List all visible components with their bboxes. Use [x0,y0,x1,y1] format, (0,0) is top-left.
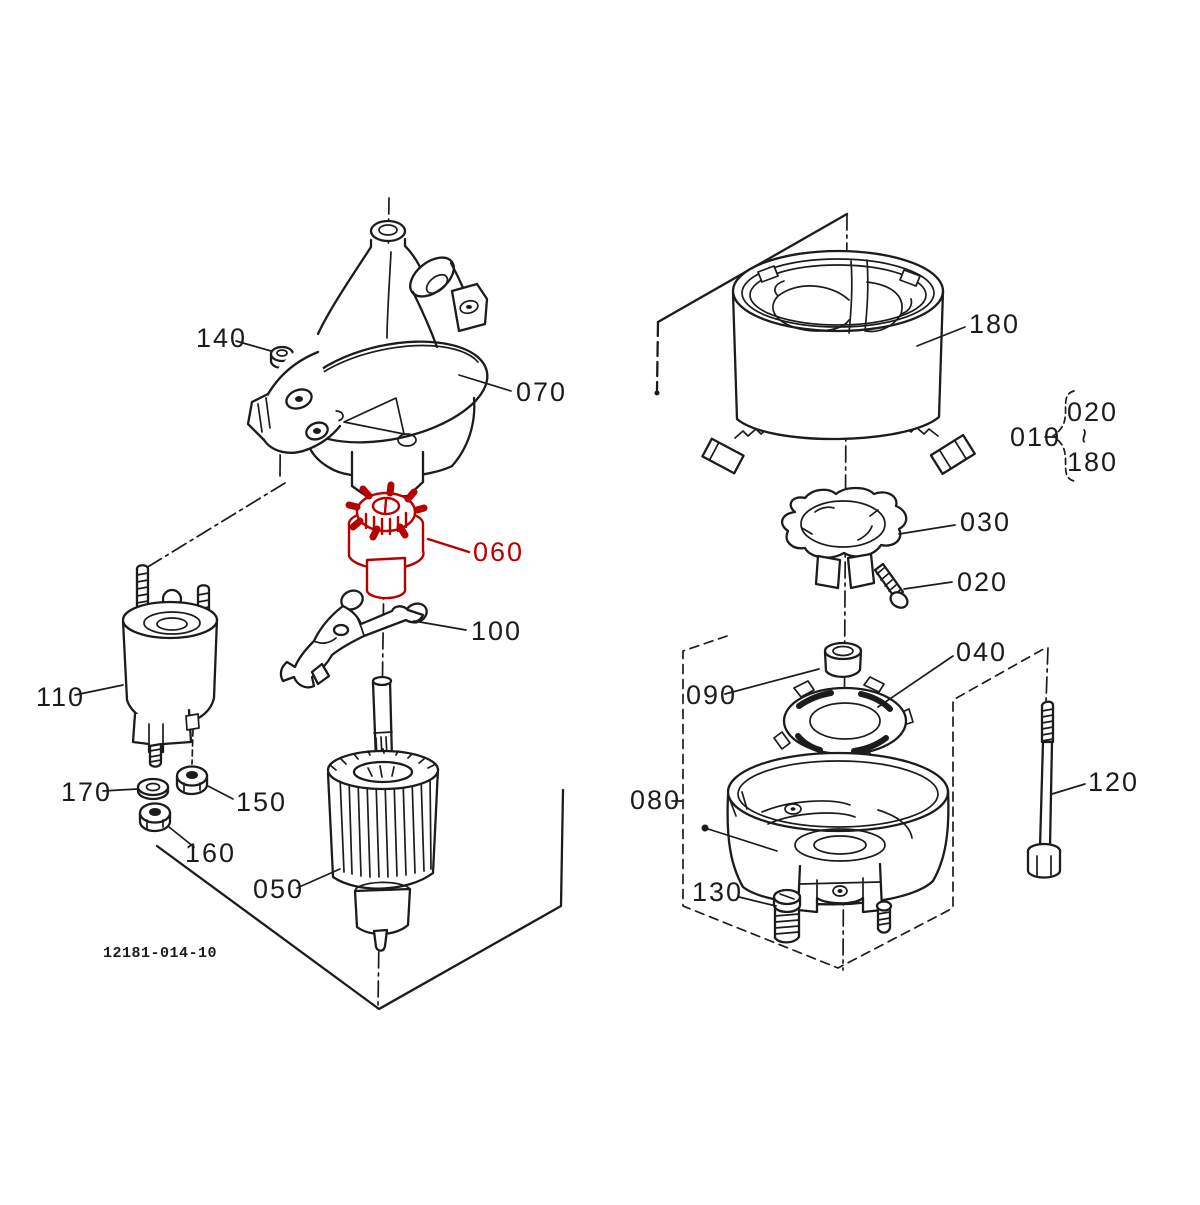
callout-130: 130 [692,877,743,907]
leader-120 [1051,783,1086,795]
leader-140 [235,340,272,352]
callout-050: 050 [253,874,304,904]
solenoid-tab [185,713,200,731]
part-040-plate-drawing [773,676,914,768]
yoke-body [731,289,945,441]
part-050-armature-drawing [326,675,440,952]
lever-prong-1 [340,589,364,611]
part-160-nut-drawing [138,802,172,833]
callout-020: 020 [957,567,1008,597]
callout-100: 100 [471,616,522,646]
yoke-rim-notches [757,265,921,287]
callout-080: 080 [630,785,681,815]
housing-web [343,397,405,435]
leader-070 [458,374,512,392]
armature-core [326,767,440,890]
part-030-brush-holder-drawing [780,486,908,590]
part-100-drive-lever-drawing [279,589,428,689]
callout-range-to: 180 [1067,447,1118,477]
lever-body [279,604,425,689]
callouts: 140 070 060 100 110 170 150 160 050 180 … [36,309,1139,962]
brush-wire-left [734,427,769,439]
plate-lugs [773,676,914,768]
leader-160 [168,826,195,848]
brush-left [701,437,745,475]
callout-150: 150 [236,787,287,817]
part-090-bearing-drawing [823,641,863,679]
part-130-screw-drawing [772,888,893,944]
pole-shoe-left [772,280,850,332]
part-070-housing-drawing [246,219,489,500]
part-120-through-bolt-drawing [1026,700,1062,879]
callout-040: 040 [956,637,1007,667]
range-brace [1052,390,1075,482]
callout-160: 160 [185,838,236,868]
solenoid-top [121,600,219,640]
callout-030: 030 [960,507,1011,537]
lever-foot [310,662,331,686]
commutator [353,887,412,936]
brush-holder-tabs [814,552,876,590]
leader-040 [877,655,954,708]
pole-shoe-right [865,281,913,333]
leader-050 [296,868,341,889]
screw-b-head [875,900,893,912]
leader-030 [898,524,956,535]
callout-170: 170 [61,777,112,807]
leader-090 [724,668,820,695]
figure-code: 12181-014-10 [103,945,217,962]
end-cover-interior [761,800,913,839]
shaft-tip [372,928,389,952]
leader-080-pointer [704,827,778,852]
leader-060 [426,537,471,554]
pinion-neck [365,556,407,600]
housing-top-collar [369,219,407,243]
leader-020 [903,581,953,590]
bolt-shaft [1038,740,1054,849]
leader-180 [916,326,966,347]
screw-head [889,591,909,609]
callout-010: 010 [1010,422,1061,452]
callout-120: 120 [1088,767,1139,797]
callout-140: 140 [196,323,247,353]
screw-shank [873,562,905,600]
leader-110 [74,684,124,696]
solenoid-axis-line [145,482,286,569]
end-cover-rim [726,751,950,833]
bolt-axis-line [1045,647,1049,703]
callout-110: 110 [36,682,85,712]
callout-090: 090 [686,680,737,710]
brush-right [929,433,976,476]
callout-060-highlighted: 060 [473,537,524,567]
end-cover-dashed-enclosure [682,635,1048,969]
leader-170 [102,788,138,792]
callout-070: 070 [516,377,567,407]
border-end-dot [654,390,660,396]
leader-100 [413,620,467,631]
part-150-nut-drawing [175,765,209,796]
part-110-solenoid-drawing [121,564,219,768]
lever-pivot [332,623,350,637]
leader-150 [207,785,234,800]
part-170-washer-drawing [136,777,170,801]
part-080-end-cover-drawing [726,751,950,914]
leader-130 [738,896,777,907]
part-060-pinion-gear-drawing [345,481,428,600]
callout-range-tilde: ~ [1069,428,1099,446]
pinion-teeth [345,481,428,541]
end-cover-hub [794,828,886,862]
yoke-top-rim [731,249,945,333]
right-plane-border-left [655,320,660,392]
field-coil-divider [848,259,869,334]
shaft-splines [373,731,393,759]
armature-ribs [339,773,432,878]
left-plane-border [155,788,565,1011]
part-020-screw-drawing [873,562,909,609]
callout-range-from: 020 [1067,397,1118,427]
housing-nose-cone [316,238,373,336]
callout-180: 180 [969,309,1020,339]
part-180-yoke-drawing [701,249,976,476]
plate-slots [795,690,893,754]
